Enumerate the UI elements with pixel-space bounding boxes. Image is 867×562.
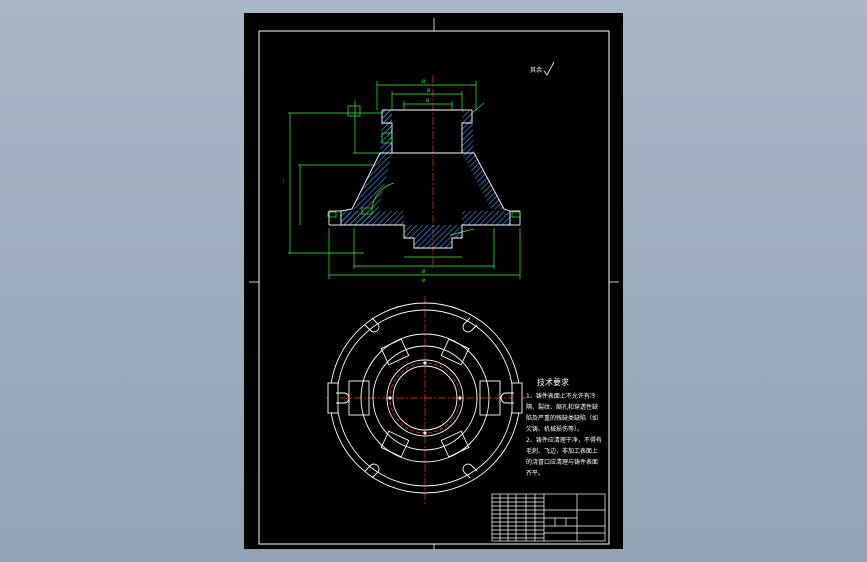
inner-frame: [258, 30, 610, 545]
tech-req-line: 的浇冒口应清理与铸件表面: [526, 458, 598, 466]
roughness-note-text: 其余: [530, 66, 542, 74]
roughness-note: 其余: [530, 61, 555, 76]
title-block: [491, 493, 606, 542]
tech-req-line: 齐平。: [526, 469, 544, 477]
section-view: Ø Ø Ø — Ø Ø: [281, 75, 521, 283]
drawing-sheet: 其余: [244, 13, 623, 549]
right-cone-hatch: [462, 153, 504, 209]
right-flange-hatch: [462, 211, 510, 225]
left-cone-hatch: [352, 153, 392, 209]
svg-text:Ø: Ø: [426, 98, 429, 103]
svg-text:Ø: Ø: [422, 269, 425, 274]
cad-drawing: 其余: [249, 18, 619, 549]
roughness-symbol-icon: [543, 61, 555, 76]
dimension-lines: [288, 81, 521, 279]
rib-blocks: [348, 338, 501, 458]
svg-text:Ø: Ø: [427, 88, 430, 93]
tech-req-line: 2、铸件应清理干净，不得有: [526, 436, 602, 444]
svg-text:Ø: Ø: [422, 278, 425, 283]
left-upper-hatch: [380, 110, 392, 153]
hub-hatch: [404, 225, 462, 248]
tech-req-line: 1、铸件表面上不允许有冷: [526, 392, 596, 400]
left-wall-hatch: [341, 110, 392, 225]
tech-req-title: 技术要求: [537, 377, 569, 387]
left-flange-hatch: [341, 211, 404, 225]
tech-req-line: 欠铸、机械损伤等）。: [526, 425, 583, 433]
bolt-holes: [388, 361, 462, 435]
tech-req-line: 隔、裂纹、缩孔和穿透性缺: [526, 403, 598, 411]
plan-view: [326, 296, 526, 505]
dimension-values: Ø Ø Ø — Ø Ø: [281, 79, 430, 283]
tech-req-line: 陷及严重的残缺类缺陷（如: [526, 414, 598, 422]
flange-flats: [327, 382, 523, 414]
right-upper-hatch: [462, 110, 474, 153]
svg-text:Ø: Ø: [422, 79, 425, 84]
svg-text:—: —: [281, 179, 286, 183]
tech-req-line: 毛刺、飞边，非加工表面上: [526, 447, 598, 455]
technical-requirements: 技术要求 1、铸件表面上不允许有冷 隔、裂纹、缩孔和穿透性缺 陷及严重的残缺类缺…: [526, 377, 602, 477]
mounting-slots: [336, 317, 514, 479]
